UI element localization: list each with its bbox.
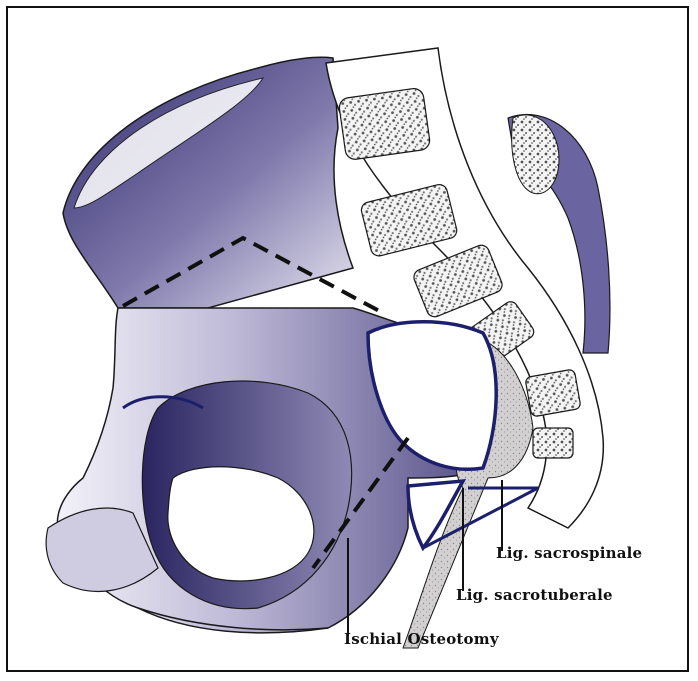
label-osteotomy: Ischial Osteotomy bbox=[344, 630, 499, 648]
figure-frame: Lig. sacrospinale Lig. sacrotuberale Isc… bbox=[6, 6, 689, 672]
label-sacrotuberale: Lig. sacrotuberale bbox=[456, 586, 613, 604]
label-sacrospinale: Lig. sacrospinale bbox=[496, 544, 642, 562]
pelvis-illustration bbox=[8, 8, 691, 674]
